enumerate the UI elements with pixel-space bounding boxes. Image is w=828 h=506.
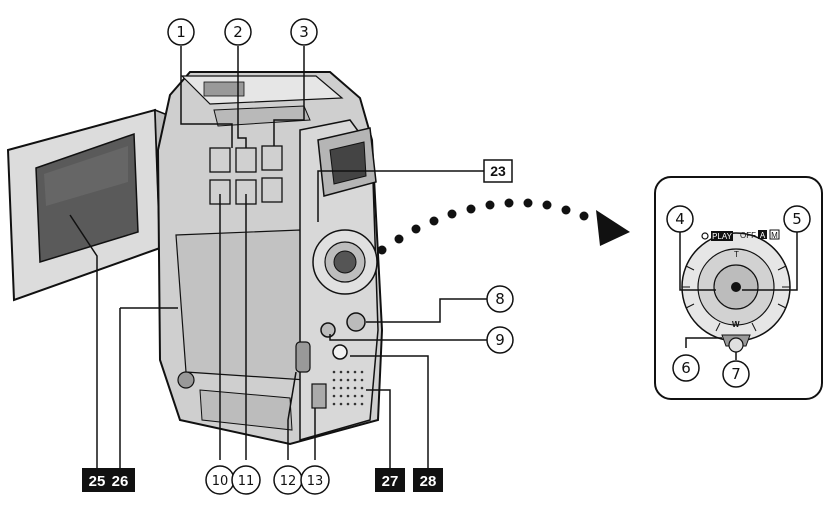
callout-2: 2	[224, 18, 252, 46]
dial-play-mark: PLAY	[712, 232, 733, 241]
dial-tele-mark: T	[734, 250, 739, 259]
dial-auto-mark: A	[760, 231, 766, 240]
callout-10: 10	[205, 465, 235, 495]
svg-text:10: 10	[212, 474, 229, 489]
leader-lines	[69, 46, 487, 470]
svg-text:4: 4	[675, 210, 685, 228]
callout-3: 3	[290, 18, 318, 46]
camera-body	[156, 71, 384, 446]
callout-11: 11	[231, 465, 261, 495]
callout-9: 9	[486, 326, 514, 354]
lcd-panel	[6, 108, 179, 302]
svg-text:23: 23	[490, 163, 506, 179]
svg-text:12: 12	[280, 474, 297, 489]
svg-text:8: 8	[495, 290, 505, 308]
svg-text:6: 6	[681, 359, 691, 377]
dial-wide-mark: W	[732, 320, 740, 329]
callout-12: 12	[273, 465, 303, 495]
speaker-grille	[332, 370, 364, 406]
callout-4: 4	[666, 205, 694, 233]
inverse-label-28: 28	[413, 468, 443, 492]
svg-text:13: 13	[307, 474, 324, 489]
callout-6: 6	[672, 354, 700, 382]
svg-text:3: 3	[299, 23, 309, 41]
svg-text:9: 9	[495, 331, 505, 349]
callout-13: 13	[300, 465, 330, 495]
callout-8: 8	[486, 285, 514, 313]
svg-text:11: 11	[238, 474, 255, 489]
svg-text:5: 5	[792, 210, 802, 228]
svg-text:27: 27	[382, 473, 399, 490]
inverse-label-26: 26	[105, 468, 135, 492]
dial-inset: PLAY OFF A M T W	[654, 176, 823, 400]
svg-text:7: 7	[731, 365, 741, 383]
svg-text:1: 1	[176, 23, 186, 41]
svg-text:26: 26	[112, 473, 129, 490]
boxed-label-23: 23	[483, 159, 513, 183]
zoom-arrow	[377, 198, 630, 255]
callout-1: 1	[167, 18, 195, 46]
callout-7: 7	[722, 360, 750, 388]
svg-text:28: 28	[420, 473, 437, 490]
svg-text:25: 25	[89, 473, 106, 490]
svg-text:2: 2	[233, 23, 243, 41]
callout-5: 5	[783, 205, 811, 233]
dial-manual-mark: M	[771, 231, 778, 240]
dial-off-mark: OFF	[740, 231, 756, 240]
inverse-label-27: 27	[375, 468, 405, 492]
